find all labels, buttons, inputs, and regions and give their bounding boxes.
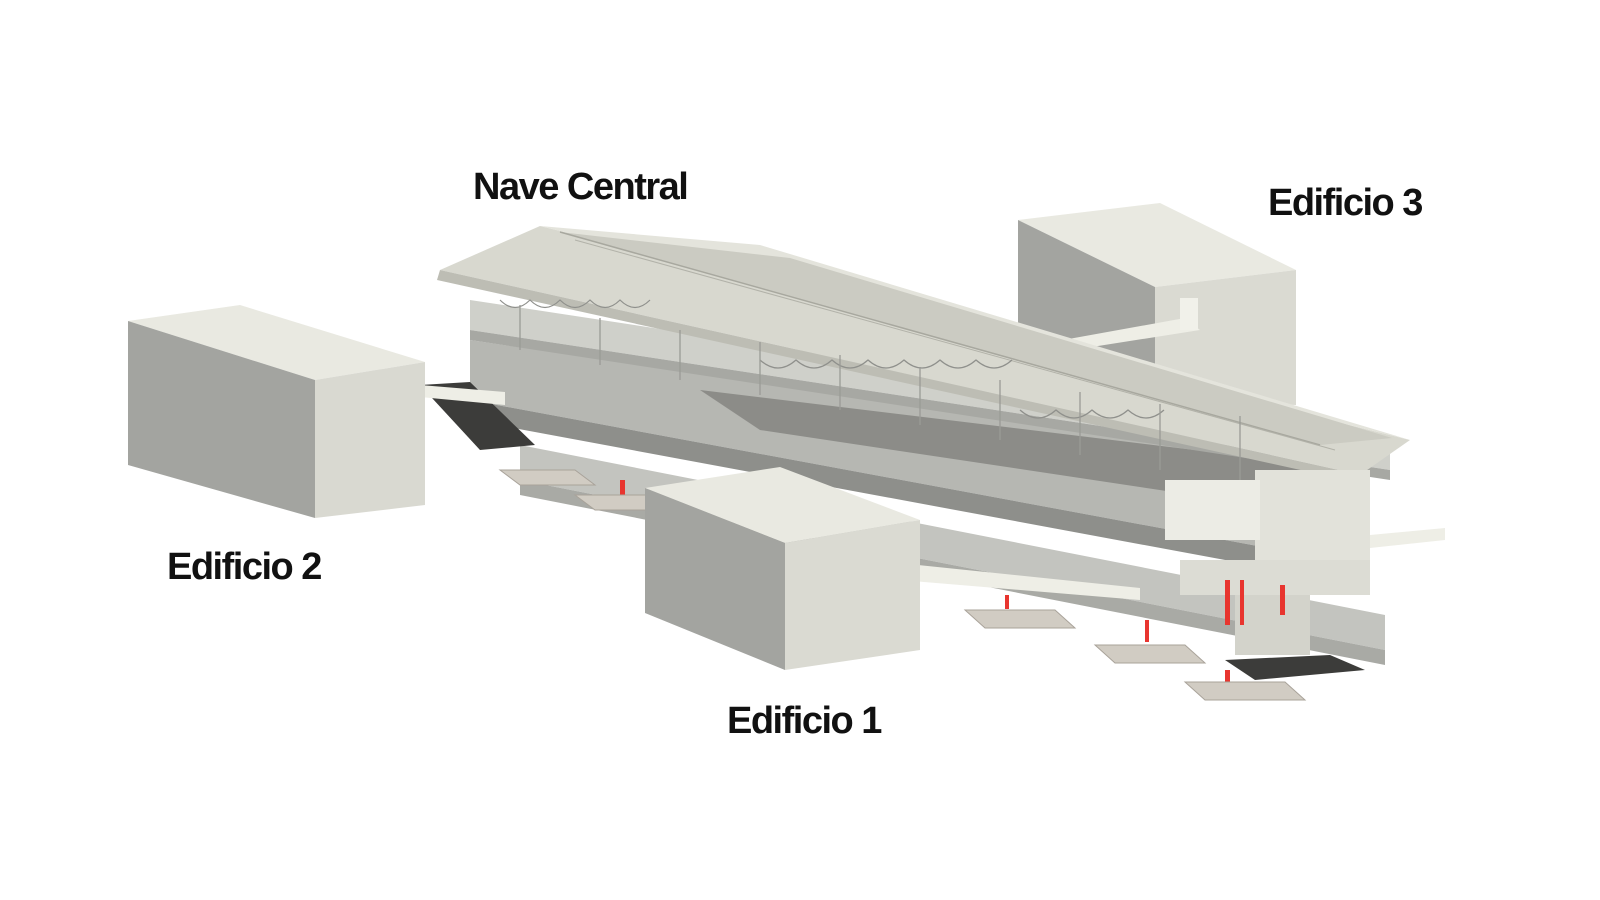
edificio-1-block [645,467,1140,670]
label-edificio-2: Edificio 2 [167,546,322,588]
edificio-2-block [128,305,505,518]
label-edificio-3: Edificio 3 [1268,182,1423,224]
nave-central-structure [420,226,1445,701]
label-nave-central: Nave Central [473,166,689,208]
label-edificio-1: Edificio 1 [727,700,882,742]
